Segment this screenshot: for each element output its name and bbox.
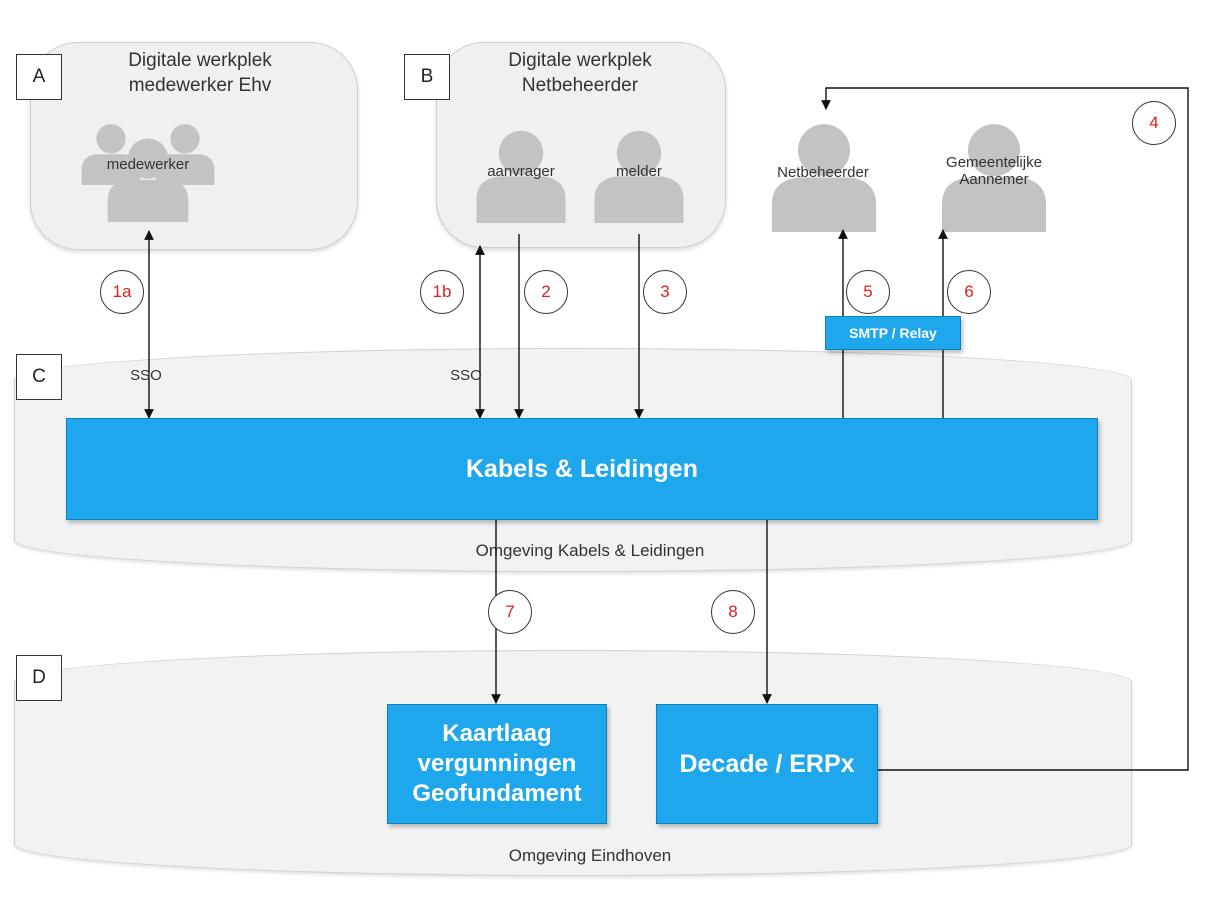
actor-label-aannemer-line1: Gemeentelijke bbox=[946, 154, 1042, 171]
zone-tag-d: D bbox=[16, 655, 62, 701]
system-kaartlaag-vergunningen: Kaartlaag vergunningen Geofundament bbox=[387, 704, 607, 824]
environment-d-label: Omgeving Eindhoven bbox=[508, 846, 672, 865]
zone-tag-b: B bbox=[404, 54, 450, 100]
flow-badge-5: 5 bbox=[846, 270, 890, 314]
workspace-b-title: Digitale werkplek Netbeheerder bbox=[450, 48, 710, 98]
zone-tag-c: C bbox=[16, 354, 62, 400]
smtp-relay-box: SMTP / Relay bbox=[825, 316, 961, 350]
actor-label-aannemer-line2: Aannemer bbox=[959, 171, 1029, 188]
flow-4-line bbox=[821, 87, 1189, 771]
workspace-b-title-line1: Digitale werkplek bbox=[508, 50, 652, 71]
actor-label-melder: melder bbox=[616, 163, 662, 180]
flow-badge-3: 3 bbox=[643, 270, 687, 314]
zone-tag-a: A bbox=[16, 54, 62, 100]
sso-label-right: SSO bbox=[450, 367, 482, 384]
kaartlaag-line1: Kaartlaag bbox=[442, 720, 552, 747]
flow-badge-8: 8 bbox=[711, 590, 755, 634]
actor-label-medewerker: medewerker bbox=[106, 156, 190, 173]
flow-badge-6: 6 bbox=[947, 270, 991, 314]
kaartlaag-line3: Geofundament bbox=[412, 780, 582, 807]
flow-badge-1b: 1b bbox=[420, 270, 464, 314]
flow-badge-7: 7 bbox=[488, 590, 532, 634]
workspace-a-title-line2: medewerker Ehv bbox=[128, 75, 272, 96]
workspace-a-title-line1: Digitale werkplek bbox=[128, 50, 272, 71]
flow-badge-2: 2 bbox=[524, 270, 568, 314]
actor-label-netbeheerder: Netbeheerder bbox=[777, 164, 869, 181]
environment-c-label: Omgeving Kabels & Leidingen bbox=[475, 541, 705, 560]
kaartlaag-line2: vergunningen bbox=[417, 750, 577, 777]
sso-label-left: SSO bbox=[130, 367, 162, 384]
actor-label-aanvrager: aanvrager bbox=[487, 163, 555, 180]
system-decade-erpx: Decade / ERPx bbox=[656, 704, 878, 824]
workspace-b-title-line2: Netbeheerder bbox=[521, 75, 639, 96]
actor-label-gemeentelijke-aannemer: Gemeentelijke Aannemer bbox=[924, 154, 1064, 188]
workspace-a-title: Digitale werkplek medewerker Ehv bbox=[70, 48, 330, 98]
flow-badge-4: 4 bbox=[1132, 101, 1176, 145]
system-kabels-leidingen: Kabels & Leidingen bbox=[66, 418, 1098, 520]
flow-badge-1a: 1a bbox=[100, 270, 144, 314]
